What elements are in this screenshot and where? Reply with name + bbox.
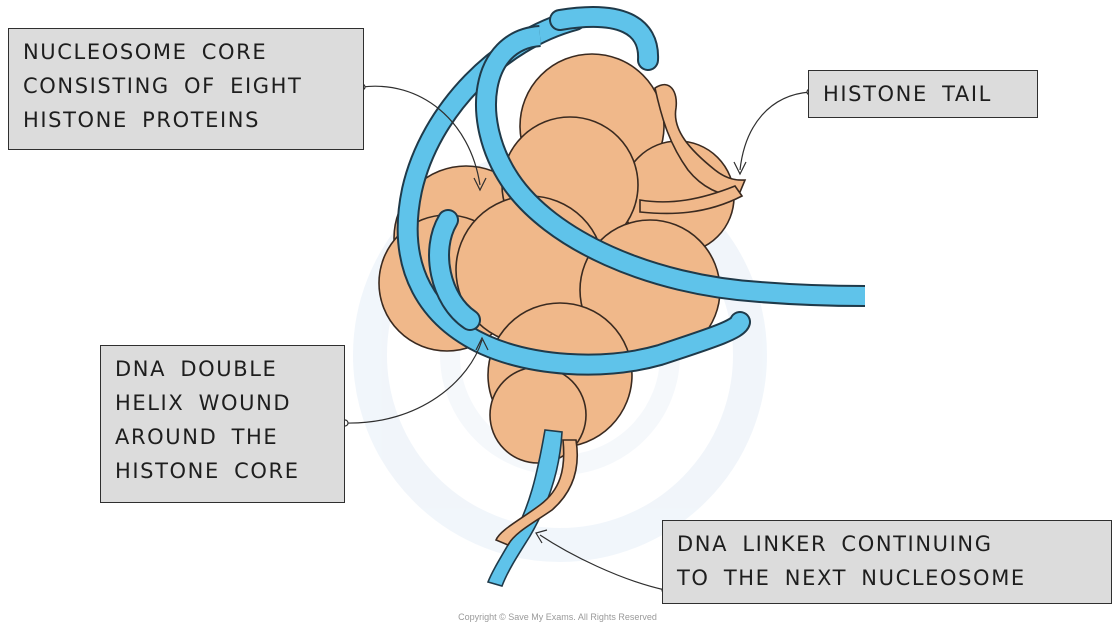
label-line: HISTONE CORE: [115, 454, 332, 488]
label-line: TO THE NEXT NUCLEOSOME: [677, 561, 1099, 595]
label-line: NUCLEOSOME CORE: [23, 35, 351, 69]
label-line: CONSISTING OF EIGHT: [23, 69, 351, 103]
label-dna-double-helix: DNA DOUBLE HELIX WOUND AROUND THE HISTON…: [100, 345, 345, 503]
label-line: DNA LINKER CONTINUING: [677, 527, 1099, 561]
copyright-text: Copyright © Save My Exams. All Rights Re…: [0, 612, 1115, 622]
label-line: HISTONE PROTEINS: [23, 103, 351, 137]
label-line: HISTONE TAIL: [823, 77, 1025, 111]
label-line: AROUND THE: [115, 420, 332, 454]
label-dna-linker: DNA LINKER CONTINUING TO THE NEXT NUCLEO…: [662, 520, 1112, 604]
label-line: HELIX WOUND: [115, 386, 332, 420]
connector-histone-tail: [740, 92, 810, 170]
label-nucleosome-core: NUCLEOSOME CORE CONSISTING OF EIGHT HIST…: [8, 28, 364, 150]
label-line: DNA DOUBLE: [115, 352, 332, 386]
label-histone-tail: HISTONE TAIL: [808, 70, 1038, 118]
